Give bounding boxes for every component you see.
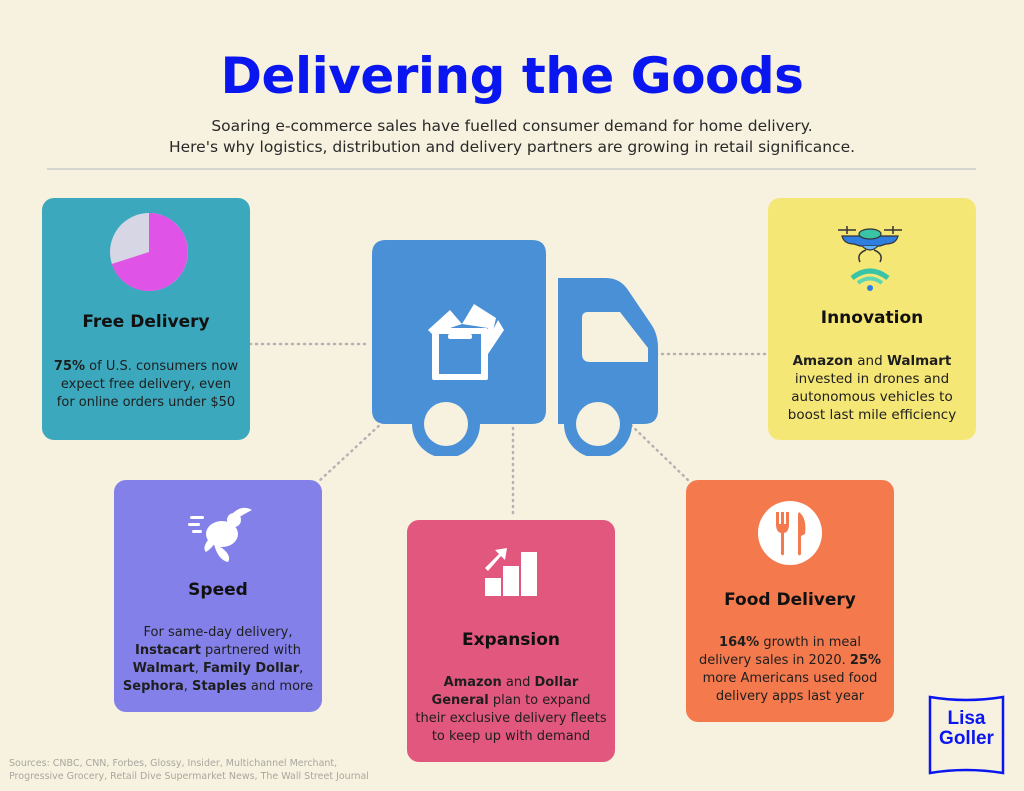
card-body: 164% growth in meal delivery sales in 20…	[698, 635, 882, 704]
card-expansion: Expansion Amazon and Dollar General plan…	[407, 520, 615, 762]
subtitle: Soaring e-commerce sales have fuelled co…	[0, 116, 1024, 158]
card-title: Expansion	[461, 630, 561, 650]
card-title: Speed	[188, 580, 248, 600]
logo-line-2: Goller	[939, 728, 994, 749]
card-title: Free Delivery	[82, 312, 210, 332]
running-rabbit-icon	[188, 507, 252, 562]
card-speed: Speed For same-day delivery, Instacart p…	[114, 480, 322, 712]
card-food-delivery: Food Delivery 164% growth in meal delive…	[686, 480, 894, 722]
logo-frame-icon	[928, 695, 1005, 775]
card-free-delivery: Free Delivery 75% of U.S. consumers now …	[42, 198, 250, 440]
subtitle-line-1: Soaring e-commerce sales have fuelled co…	[211, 117, 813, 135]
sources-line-1: Sources: CNBC, CNN, Forbes, Glossy, Insi…	[9, 758, 338, 769]
brand-logo: Lisa Goller	[928, 695, 1005, 775]
card-title: Food Delivery	[724, 590, 856, 610]
card-body: For same-day delivery, Instacart partner…	[122, 625, 314, 694]
card-title: Innovation	[820, 308, 924, 328]
sources-note: Sources: CNBC, CNN, Forbes, Glossy, Insi…	[9, 757, 369, 783]
page-title: Delivering the Goods	[220, 47, 804, 105]
fork-knife-icon	[758, 501, 822, 565]
pie-chart-icon	[110, 213, 188, 291]
drone-icon	[838, 226, 902, 291]
card-innovation: Innovation Amazon and Walmart invested i…	[768, 198, 976, 440]
open-box-icon	[428, 304, 504, 380]
growth-bar-chart-icon	[485, 548, 537, 596]
header-divider	[47, 168, 976, 170]
card-body: Amazon and Dollar General plan to expand…	[415, 675, 607, 744]
delivery-truck-icon	[372, 240, 658, 456]
card-body: 75% of U.S. consumers now expect free de…	[53, 359, 239, 410]
card-body: Amazon and Walmart invested in drones an…	[787, 353, 957, 423]
logo-line-1: Lisa	[947, 708, 986, 729]
sources-line-2: Progressive Grocery, Retail Dive Superma…	[9, 771, 369, 782]
subtitle-line-2: Here's why logistics, distribution and d…	[168, 138, 856, 156]
